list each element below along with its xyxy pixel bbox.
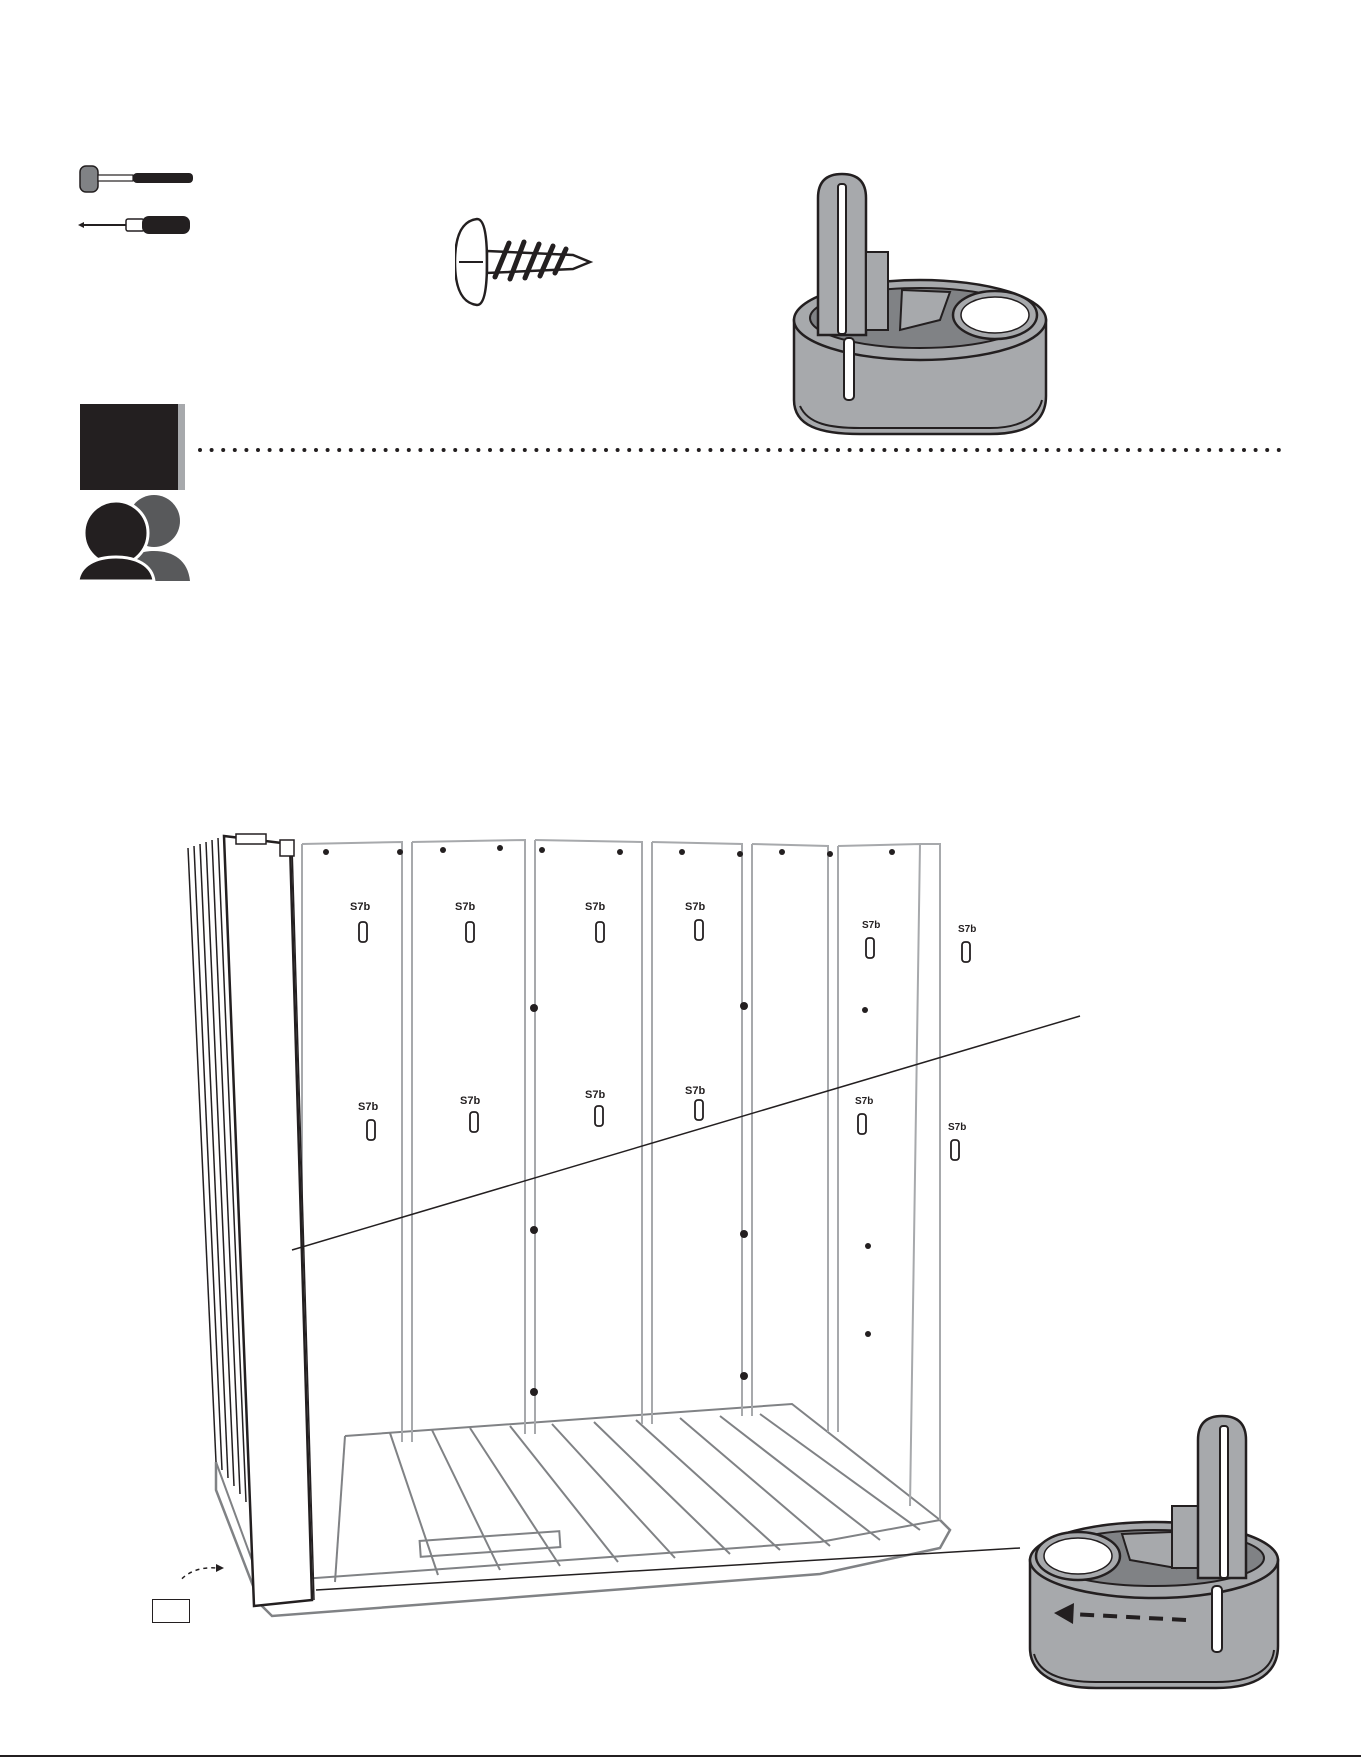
panel-label: S7b — [685, 901, 705, 913]
page-bottom-rule — [0, 1750, 1361, 1761]
panel-label: S7b — [685, 1085, 705, 1097]
panel-label: S7b — [862, 920, 880, 931]
panel-label: S7b — [948, 1122, 966, 1133]
panel-label: S7b — [455, 901, 475, 913]
step-divider-dots — [198, 445, 1285, 455]
tools-group — [78, 158, 196, 238]
screw-icon — [455, 215, 595, 309]
foot-part-icon — [790, 170, 1052, 440]
panel-label: S7b — [958, 924, 976, 935]
panel-label: S7b — [585, 1089, 605, 1101]
step-number-box — [80, 404, 185, 490]
foot-part-icon — [1026, 1410, 1281, 1710]
panel-label: S7b — [585, 901, 605, 913]
screwdriver-icon — [78, 216, 190, 234]
two-person-icon — [78, 495, 191, 581]
panel-label: S7b — [358, 1101, 378, 1113]
hammer-icon — [80, 166, 193, 192]
panel-label: S7b — [350, 901, 370, 913]
panel-label: S7b — [460, 1095, 480, 1107]
part-tag-box — [152, 1599, 190, 1623]
panel-labels-group: S7b S7b S7b S7b S7b S7b S7b S7b S7b S7b … — [350, 901, 976, 1133]
panel-label: S7b — [855, 1096, 873, 1107]
